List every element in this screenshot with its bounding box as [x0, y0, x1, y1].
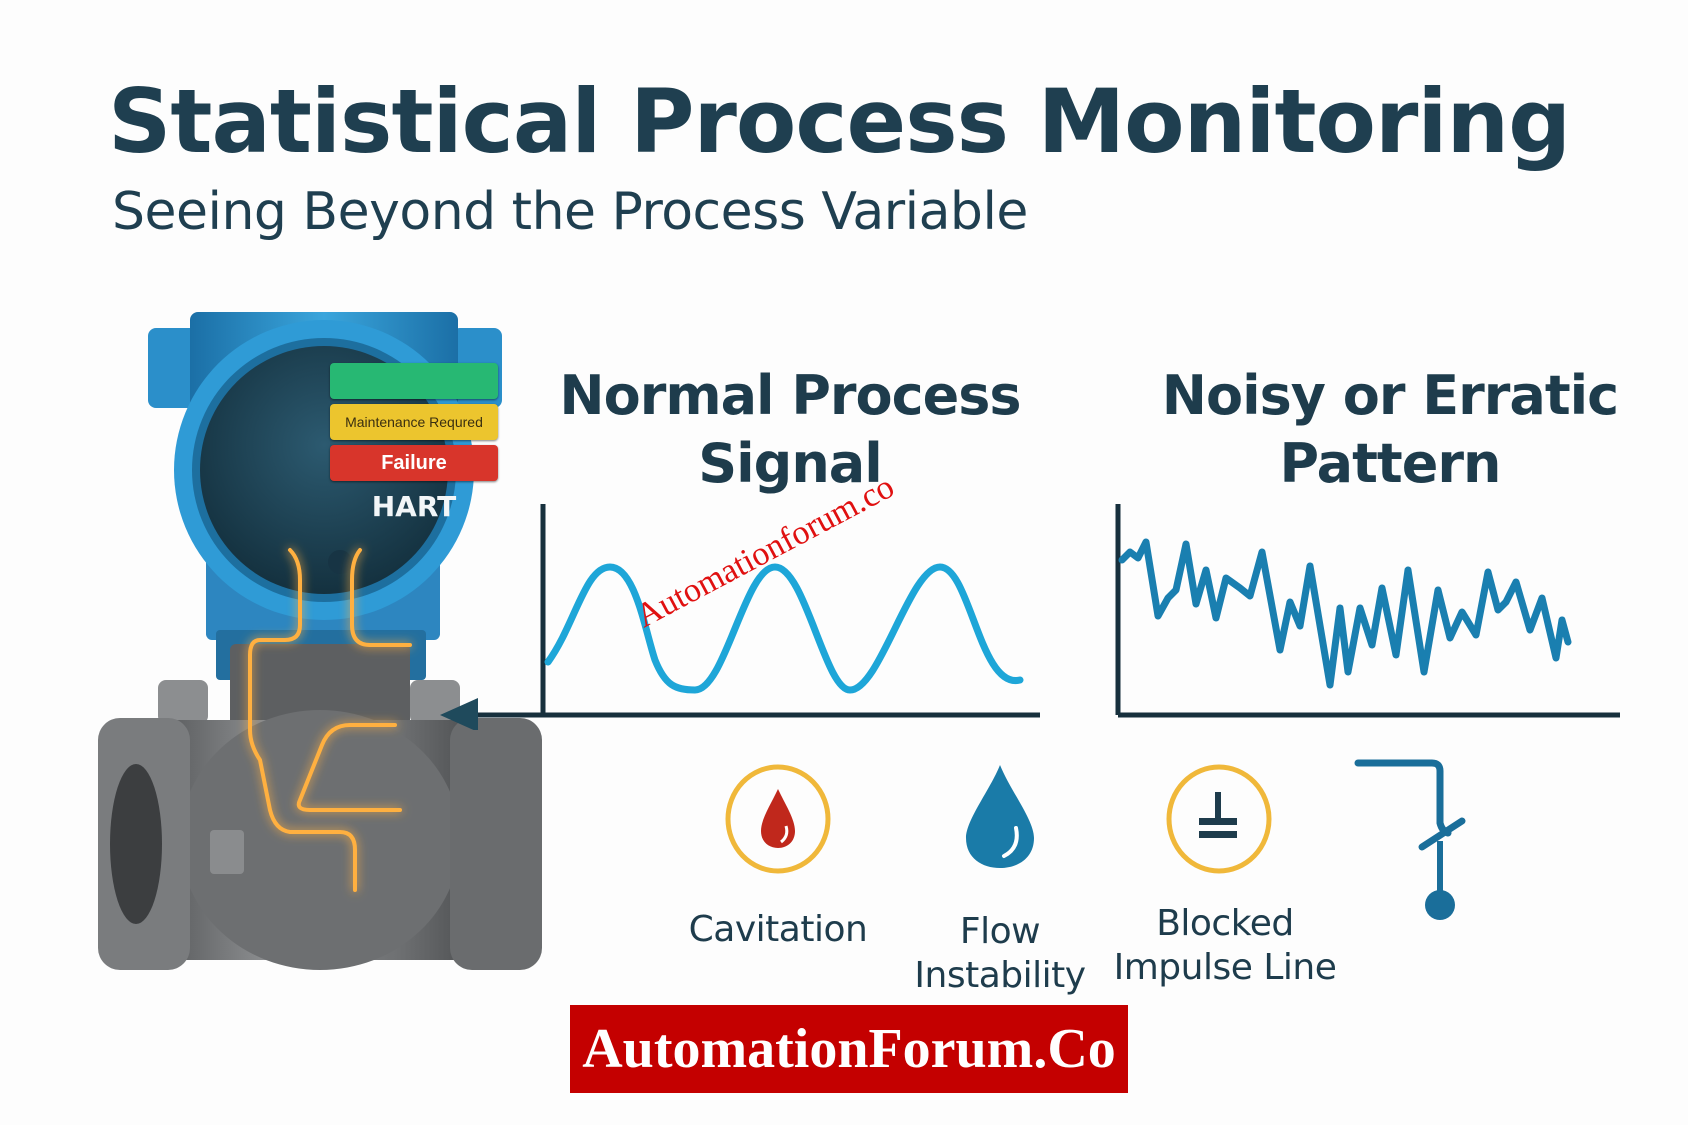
- status-bar-failure: Failure: [330, 445, 498, 481]
- status-bar-maintenance: Maintenance Requred: [330, 404, 498, 440]
- maintenance-label: Maintenance Requred: [345, 414, 483, 430]
- label-blocked-impulse-line: Blocked Impulse Line: [1113, 903, 1337, 988]
- switch-symbol-icon: [1354, 759, 1466, 920]
- blue-drop-icon: [966, 765, 1034, 868]
- transmitter-illustration: Maintenance Requred Failure HART: [90, 300, 550, 1020]
- normal-signal-title: Normal Process Signal: [559, 364, 1021, 495]
- cavitation-drop-icon: [725, 764, 831, 874]
- status-bar-ok: [330, 363, 498, 399]
- label-cavitation: Cavitation: [688, 909, 868, 950]
- failure-label: Failure: [381, 451, 447, 474]
- noisy-pattern-title: Noisy or Erratic Pattern: [1161, 364, 1619, 495]
- hart-label: HART: [371, 490, 457, 523]
- icon-switch: [1350, 755, 1500, 935]
- brand-banner-text: AutomationForum.Co: [582, 1018, 1116, 1080]
- icon-flow-instability: [960, 760, 1040, 872]
- ground-symbol-icon: [1166, 764, 1272, 874]
- label-flow-instability: Flow Instability: [914, 911, 1086, 996]
- arrow-head-icon: [440, 698, 478, 732]
- normal-signal-chart: [440, 490, 1040, 732]
- noisy-pattern-chart: [1110, 490, 1630, 730]
- page-subtitle: Seeing Beyond the Process Variable: [112, 182, 1028, 242]
- page-title: Statistical Process Monitoring: [108, 70, 1571, 173]
- icon-blocked-impulse-line: [1164, 764, 1274, 874]
- noisy-signal-line: [1118, 538, 1572, 689]
- icon-cavitation: [723, 764, 833, 874]
- normal-signal-line: [544, 563, 1024, 694]
- brand-banner: AutomationForum.Co: [570, 1005, 1128, 1093]
